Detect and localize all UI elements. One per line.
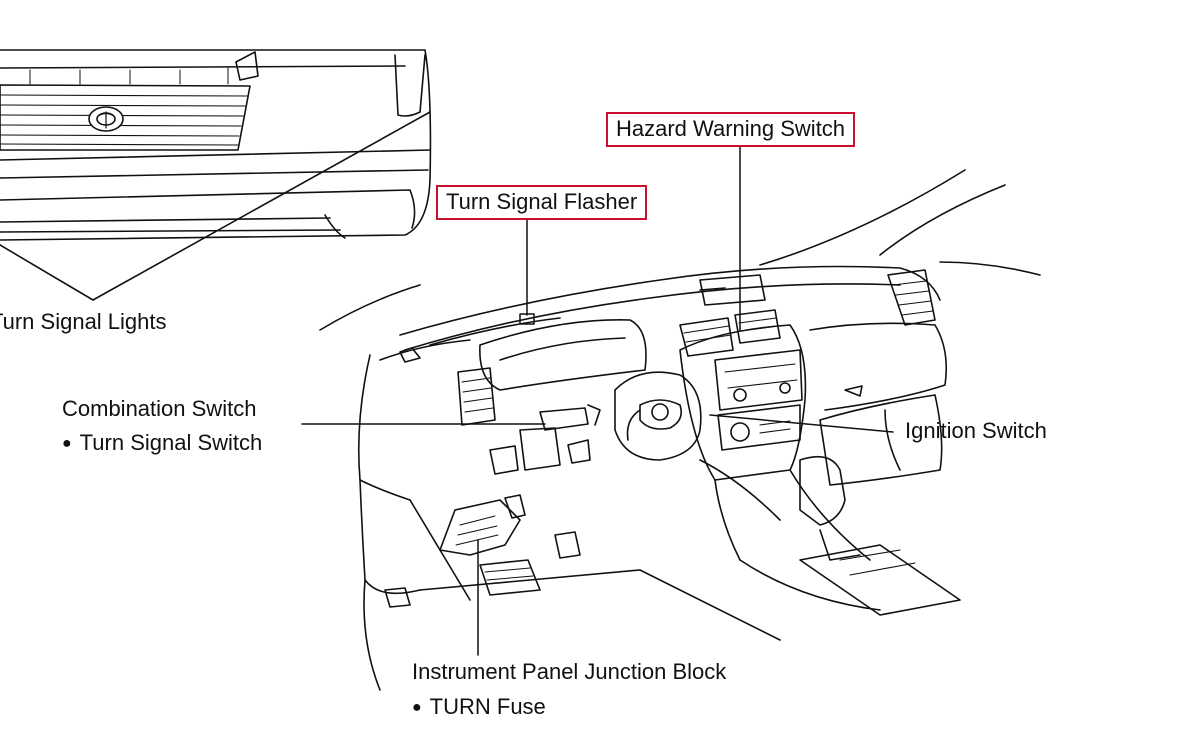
combination-switch-label: Combination Switch <box>62 396 257 421</box>
turn-fuse-label: TURN Fuse <box>412 696 546 718</box>
left-air-vent <box>457 367 496 426</box>
ignition-switch-leader <box>709 414 894 433</box>
grille <box>0 84 251 151</box>
turn-signal-lights-leader <box>0 111 431 301</box>
climate-knob <box>730 422 750 442</box>
vehicle-front-view <box>0 49 432 301</box>
turn-signal-flasher-label: Turn Signal Flasher <box>436 185 648 220</box>
hazard-warning-switch-label: Hazard Warning Switch <box>606 112 856 147</box>
radio-unit <box>714 349 803 411</box>
brake-pedal <box>479 559 541 596</box>
turn-signal-switch-label: Turn Signal Switch <box>62 432 263 454</box>
glove-box <box>819 394 943 486</box>
right-air-vent <box>887 269 936 326</box>
center-air-vent <box>679 317 734 357</box>
parking-pedal <box>554 531 581 559</box>
junction-block <box>439 499 521 556</box>
instrument-cluster-hood <box>479 319 647 391</box>
gear-shifter <box>799 455 846 526</box>
ignition-switch-label: Ignition Switch <box>905 418 1047 443</box>
steering-column <box>614 371 702 461</box>
turn-signal-stalk <box>539 407 589 431</box>
dashboard-interior <box>319 169 1041 691</box>
turn-signal-flasher-unit <box>519 313 535 325</box>
instrument-panel-junction-block-label: Instrument Panel Junction Block <box>412 659 727 684</box>
leader-lines <box>301 145 894 656</box>
turn-signal-lights-label: Turn Signal Lights <box>0 309 167 334</box>
